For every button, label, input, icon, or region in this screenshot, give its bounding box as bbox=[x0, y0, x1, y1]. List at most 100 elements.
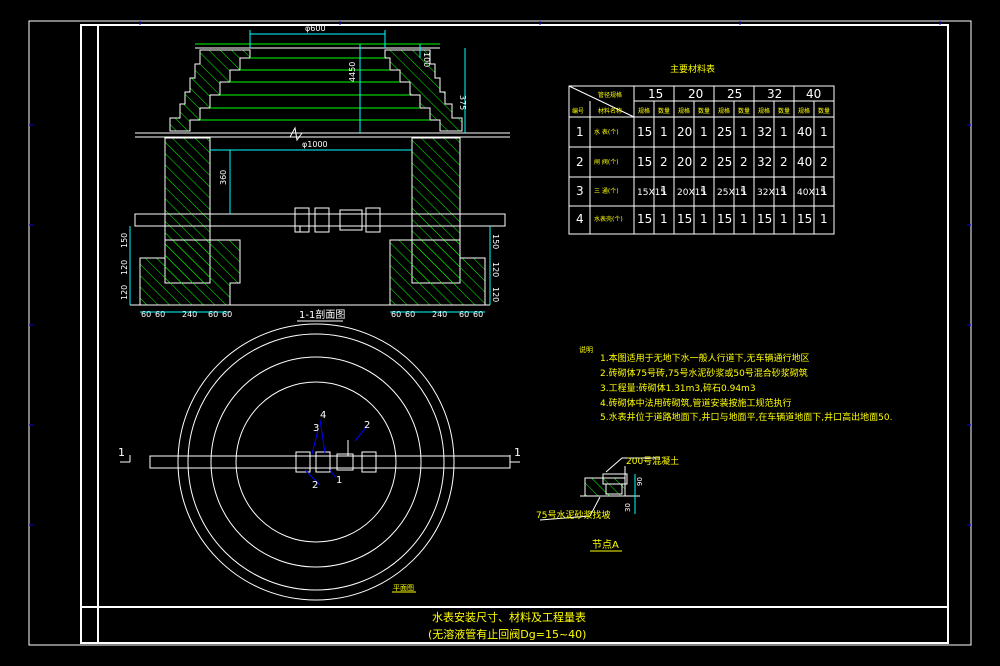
dim-br-1: 60 bbox=[405, 310, 415, 319]
detail-label-bottom: 75号水泥砂浆找坡 bbox=[536, 509, 610, 521]
row-1-cell-8: 1 bbox=[780, 125, 788, 139]
row-4-cell-3: 15 bbox=[677, 212, 692, 226]
dim-right-120b: 120 bbox=[491, 287, 500, 302]
detail-dim-a: 90 bbox=[636, 477, 644, 486]
plan-meter bbox=[336, 453, 354, 471]
sub-spec-5: 规格 bbox=[798, 107, 810, 115]
dim-right-150: 150 bbox=[491, 234, 500, 249]
dim-right-120a: 120 bbox=[491, 262, 500, 277]
row-4-cell-6: 1 bbox=[740, 212, 748, 226]
section-meter bbox=[339, 209, 363, 231]
dim-bl-0: 60 bbox=[141, 310, 151, 319]
plan-title: 平面图 bbox=[393, 584, 414, 592]
title-line-2: (无溶液管有止回阀Dg=15~40) bbox=[428, 627, 586, 641]
left-footing bbox=[139, 239, 241, 306]
right-footing bbox=[389, 239, 486, 306]
row-1-cell-1: 15 bbox=[637, 125, 652, 139]
row-2-cell-7: 32 bbox=[757, 155, 772, 169]
row-1-cell-2: 1 bbox=[660, 125, 668, 139]
row-2-cell-3: 20 bbox=[677, 155, 692, 169]
table-text: 管径规格 编号 材料名称 15 20 25 32 40 规格 数量 规格 数量 … bbox=[572, 87, 830, 115]
detail-dim-b: 30 bbox=[624, 503, 632, 512]
section-view bbox=[130, 43, 510, 306]
callouts: 4 3 2 2 1 bbox=[312, 410, 370, 491]
dim-br-2: 240 bbox=[432, 310, 447, 319]
row-2-cell-8: 2 bbox=[780, 155, 788, 169]
dim-br-3: 60 bbox=[459, 310, 469, 319]
dim-top-height: 100 bbox=[422, 52, 431, 67]
sub-spec-4: 规格 bbox=[758, 107, 770, 115]
material-table bbox=[568, 85, 835, 235]
right-top-brick bbox=[384, 49, 463, 132]
section-dims bbox=[129, 30, 491, 313]
row-3-no: 3 bbox=[576, 184, 584, 198]
row-4-cell-2: 1 bbox=[660, 212, 668, 226]
size-40: 40 bbox=[806, 87, 821, 101]
table-col-no: 编号 bbox=[572, 107, 584, 115]
row-2-cell-2: 2 bbox=[660, 155, 668, 169]
dim-left-120b: 120 bbox=[120, 285, 129, 300]
table-title: 主要材料表 bbox=[670, 63, 715, 75]
sub-qty-5: 数量 bbox=[818, 107, 830, 115]
size-15: 15 bbox=[648, 87, 663, 101]
row-1-cell-7: 32 bbox=[757, 125, 772, 139]
row-4-cell-5: 15 bbox=[717, 212, 732, 226]
plan-view bbox=[149, 323, 511, 601]
row-3-cell-8: 1 bbox=[780, 184, 788, 198]
row-1-no: 1 bbox=[576, 125, 584, 139]
table-col-name: 材料名称 bbox=[598, 107, 622, 115]
row-3-cell-2: 1 bbox=[660, 184, 668, 198]
row-4-cell-7: 15 bbox=[757, 212, 772, 226]
dim-top-width: φ600 bbox=[305, 24, 326, 33]
notes: 1.本图适用于无地下水一般人行道下,无车辆通行地区 2.砖砌体75号砖,75号水… bbox=[600, 352, 892, 423]
section-title: 1-1剖面图 bbox=[299, 308, 345, 321]
row-2-cell-5: 25 bbox=[717, 155, 732, 169]
detail-a bbox=[539, 457, 660, 521]
row-4-name: 水表壳(个) bbox=[594, 215, 623, 223]
size-20: 20 bbox=[688, 87, 703, 101]
row-1-cell-3: 20 bbox=[677, 125, 692, 139]
dim-left-150: 150 bbox=[120, 233, 129, 248]
row-3-name: 三 通(个) bbox=[594, 187, 619, 195]
plan-inner-circle bbox=[235, 381, 397, 543]
row-4-cell-9: 15 bbox=[797, 212, 812, 226]
size-32: 32 bbox=[767, 87, 782, 101]
dim-bl-3: 60 bbox=[208, 310, 218, 319]
plan-outer-circle bbox=[177, 323, 455, 601]
dim-inner-height: 360 bbox=[219, 170, 228, 185]
row-4-cell-8: 1 bbox=[780, 212, 788, 226]
dim-outer-height: 375 bbox=[458, 95, 467, 110]
note-5: 5.水表井位于道路地面下,井口与地面平,在车辆道地面下,井口高出地面50. bbox=[600, 411, 892, 423]
section-dim-labels: φ600 100 4450 375 φ1000 360 150 120 120 … bbox=[120, 24, 500, 319]
sub-spec-2: 规格 bbox=[678, 107, 690, 115]
sub-spec-3: 规格 bbox=[718, 107, 730, 115]
row-3-cell-4: 1 bbox=[700, 184, 708, 198]
note-4: 4.砖砌体中法用砖砌筑,管道安装按施工规范执行 bbox=[600, 397, 791, 409]
detail-title: 节点A bbox=[592, 539, 619, 551]
note-3: 3.工程量:砖砌体1.31m3,碎石0.94m3 bbox=[600, 382, 756, 394]
row-3-cell-10: 1 bbox=[820, 184, 828, 198]
row-2-cell-6: 2 bbox=[740, 155, 748, 169]
title-line-1: 水表安装尺寸、材料及工程量表 bbox=[432, 610, 586, 624]
callout-leaders bbox=[304, 419, 369, 486]
row-2-no: 2 bbox=[576, 155, 584, 169]
row-2-cell-10: 2 bbox=[820, 155, 828, 169]
size-25: 25 bbox=[727, 87, 742, 101]
cut-mark-left: 1 bbox=[118, 446, 125, 459]
frame-ticks bbox=[29, 21, 971, 526]
callout-3: 3 bbox=[313, 423, 319, 434]
sub-qty-2: 数量 bbox=[698, 107, 710, 115]
section-cut-marks bbox=[120, 455, 520, 463]
row-3-cell-9: 40X15 bbox=[797, 188, 826, 198]
sub-qty-4: 数量 bbox=[778, 107, 790, 115]
callout-1: 1 bbox=[336, 475, 342, 486]
callout-4: 4 bbox=[320, 410, 326, 421]
dim-bl-1: 60 bbox=[155, 310, 165, 319]
sub-qty-1: 数量 bbox=[658, 107, 670, 115]
dim-bl-4: 60 bbox=[222, 310, 232, 319]
row-1-cell-9: 40 bbox=[797, 125, 812, 139]
row-2-cell-4: 2 bbox=[700, 155, 708, 169]
row-4-cell-1: 15 bbox=[637, 212, 652, 226]
